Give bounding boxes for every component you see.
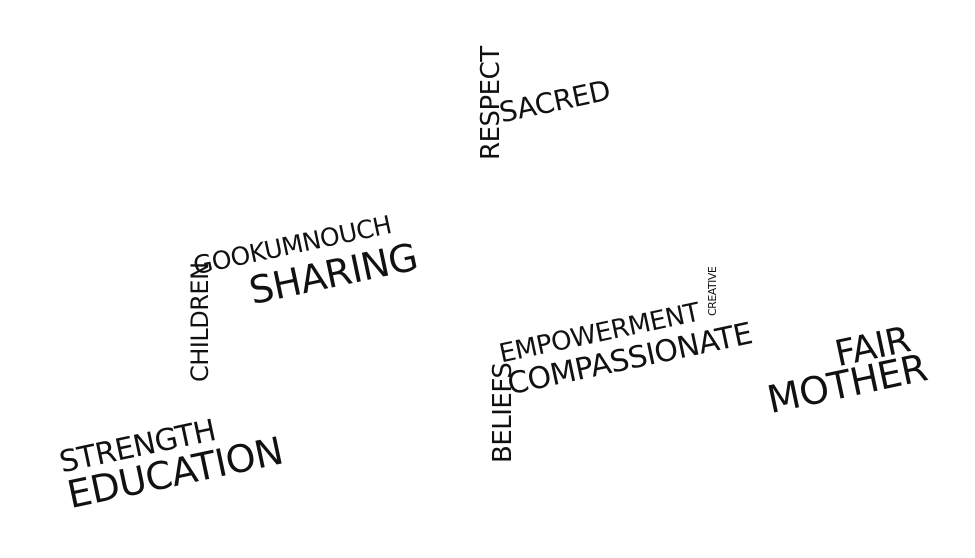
word-creative: CREATIVE	[706, 266, 719, 316]
word-children: CHILDREN	[186, 262, 214, 382]
word-sacred: SACRED	[496, 73, 614, 130]
